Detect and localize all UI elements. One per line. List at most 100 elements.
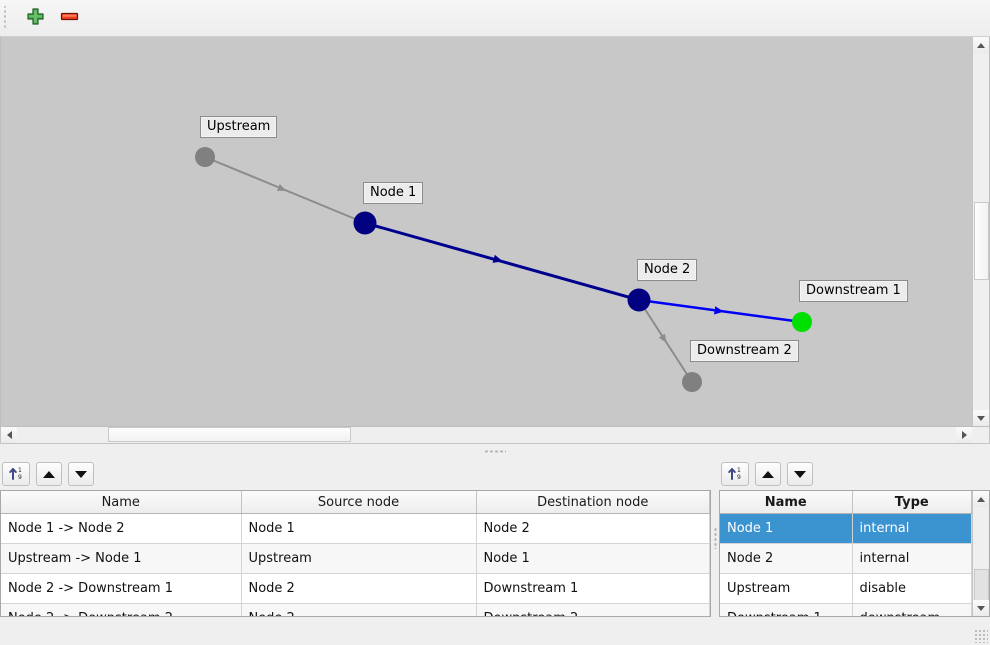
triangle-up-icon [43,470,55,478]
edge-name-cell: Node 2 -> Downstream 1 [1,573,242,604]
window-resize-grip[interactable] [974,629,988,643]
add-node-button[interactable] [18,3,52,33]
red-minus-icon [59,7,80,29]
table-row[interactable]: Node 2 internal [720,543,972,574]
node-node1[interactable] [353,211,377,235]
nodes-col-name[interactable]: Name [720,491,853,514]
node-upstream[interactable] [195,147,215,167]
sort-ascending-icon: 1 9 [727,465,744,484]
sort-edges-button[interactable]: 1 9 [2,462,30,486]
node-type-cell: downstream [852,603,972,616]
edge-name-cell: Node 1 -> Node 2 [1,513,242,544]
svg-text:9: 9 [737,474,741,481]
table-row[interactable]: Downstream 1 downstream [720,603,972,616]
toolbar-drag-handle[interactable] [2,6,12,30]
edge-source-cell: Upstream [241,543,477,574]
edge-source-cell: Node 2 [241,573,477,604]
edge-name-cell: Upstream -> Node 1 [1,543,242,574]
node-label-node2[interactable]: Node 2 [637,259,698,281]
green-plus-icon [26,7,45,29]
scroll-up-button[interactable] [973,37,989,53]
node-name-cell: Node 1 [720,513,853,544]
edge-name-cell: Node 2 -> Downstream 2 [1,603,242,616]
nodes-table[interactable]: Name Type Node 1 internal Node 2 i [720,491,972,616]
node-label-downstream1[interactable]: Downstream 1 [799,280,908,302]
nodes-table-viewport: Name Type Node 1 internal Node 2 i [720,491,972,616]
node-downstream1[interactable] [792,312,812,332]
canvas-vertical-scrollbar[interactable] [972,37,989,426]
edges-toolbar: 1 9 [0,458,711,490]
edge-source-cell: Node 1 [241,513,477,544]
sort-ascending-icon: 1 9 [8,465,25,484]
nodes-vertical-scroll-thumb[interactable] [974,569,989,603]
bottom-panes: 1 9 Name [0,458,990,617]
edge-destination-cell: Downstream 1 [476,573,710,604]
splitter-grip-dots [484,449,506,453]
move-edge-up-button[interactable] [36,462,62,486]
table-row[interactable]: Node 2 -> Downstream 1 Node 2 Downstream… [1,573,710,604]
triangle-up-icon [977,496,985,502]
scroll-down-button[interactable] [973,600,989,616]
graph-nodes [195,147,812,392]
triangle-down-icon [794,470,806,478]
nodes-table-header-row: Name Type [720,491,972,514]
edge-destination-cell: Downstream 2 [476,603,710,616]
node-label-downstream2[interactable]: Downstream 2 [690,340,799,362]
node-downstream2[interactable] [682,372,702,392]
svg-text:1: 1 [737,467,741,474]
node-label-upstream[interactable]: Upstream [200,116,278,138]
edge-node2-downstream2[interactable] [638,299,693,383]
move-node-up-button[interactable] [755,462,781,486]
edges-pane: 1 9 Name [0,458,711,617]
edges-col-destination[interactable]: Destination node [476,491,710,514]
triangle-right-icon [961,431,967,439]
node-name-cell: Upstream [720,573,853,604]
nodes-vertical-scrollbar[interactable] [972,491,989,616]
table-row[interactable]: Upstream -> Node 1 Upstream Node 1 [1,543,710,574]
scroll-left-button[interactable] [1,427,17,443]
table-row[interactable]: Upstream disable [720,573,972,604]
edges-table-header-row: Name Source node Destination node [1,491,710,514]
table-row[interactable]: Node 2 -> Downstream 2 Node 2 Downstream… [1,603,710,616]
triangle-up-icon [762,470,774,478]
node-type-cell: internal [852,543,972,574]
triangle-left-icon [6,431,12,439]
edge-upstream-node1[interactable] [204,156,366,224]
edge-source-cell: Node 2 [241,603,477,616]
edge-node2-downstream1[interactable] [638,298,803,324]
canvas-horizontal-scroll-thumb[interactable] [108,427,351,442]
splitter-grip-dots [713,526,717,549]
node-name-cell: Node 2 [720,543,853,574]
node-type-cell: internal [852,513,972,544]
edges-col-name[interactable]: Name [1,491,242,514]
move-node-down-button[interactable] [787,462,813,486]
graph-edges [204,156,803,383]
nodes-table-frame: Name Type Node 1 internal Node 2 i [719,490,990,617]
nodes-toolbar: 1 9 [719,458,990,490]
vertical-splitter[interactable] [711,458,719,617]
canvas-vertical-scroll-thumb[interactable] [974,202,989,280]
scroll-down-button[interactable] [973,410,989,426]
sort-nodes-button[interactable]: 1 9 [721,462,749,486]
node-node2[interactable] [627,288,651,312]
scroll-right-button[interactable] [956,427,972,443]
edges-col-source[interactable]: Source node [241,491,477,514]
move-edge-down-button[interactable] [68,462,94,486]
scroll-up-button[interactable] [973,491,989,507]
canvas-horizontal-scrollbar[interactable] [0,427,990,444]
graph-svg [195,147,812,392]
nodes-col-type[interactable]: Type [852,491,972,514]
remove-node-button[interactable] [52,3,86,33]
node-label-node1[interactable]: Node 1 [363,182,424,204]
edges-table[interactable]: Name Source node Destination node Node 1… [1,491,710,616]
table-row[interactable]: Node 1 -> Node 2 Node 1 Node 2 [1,513,710,544]
edge-node1-node2[interactable] [364,221,640,302]
graph-canvas[interactable]: Upstream Node 1 Node 2 Downstream 1 Down… [0,37,990,427]
svg-text:9: 9 [18,474,22,481]
table-row[interactable]: Node 1 internal [720,513,972,544]
edge-destination-cell: Node 1 [476,543,710,574]
horizontal-splitter[interactable] [0,444,990,458]
triangle-up-icon [977,42,985,48]
triangle-down-icon [75,470,87,478]
